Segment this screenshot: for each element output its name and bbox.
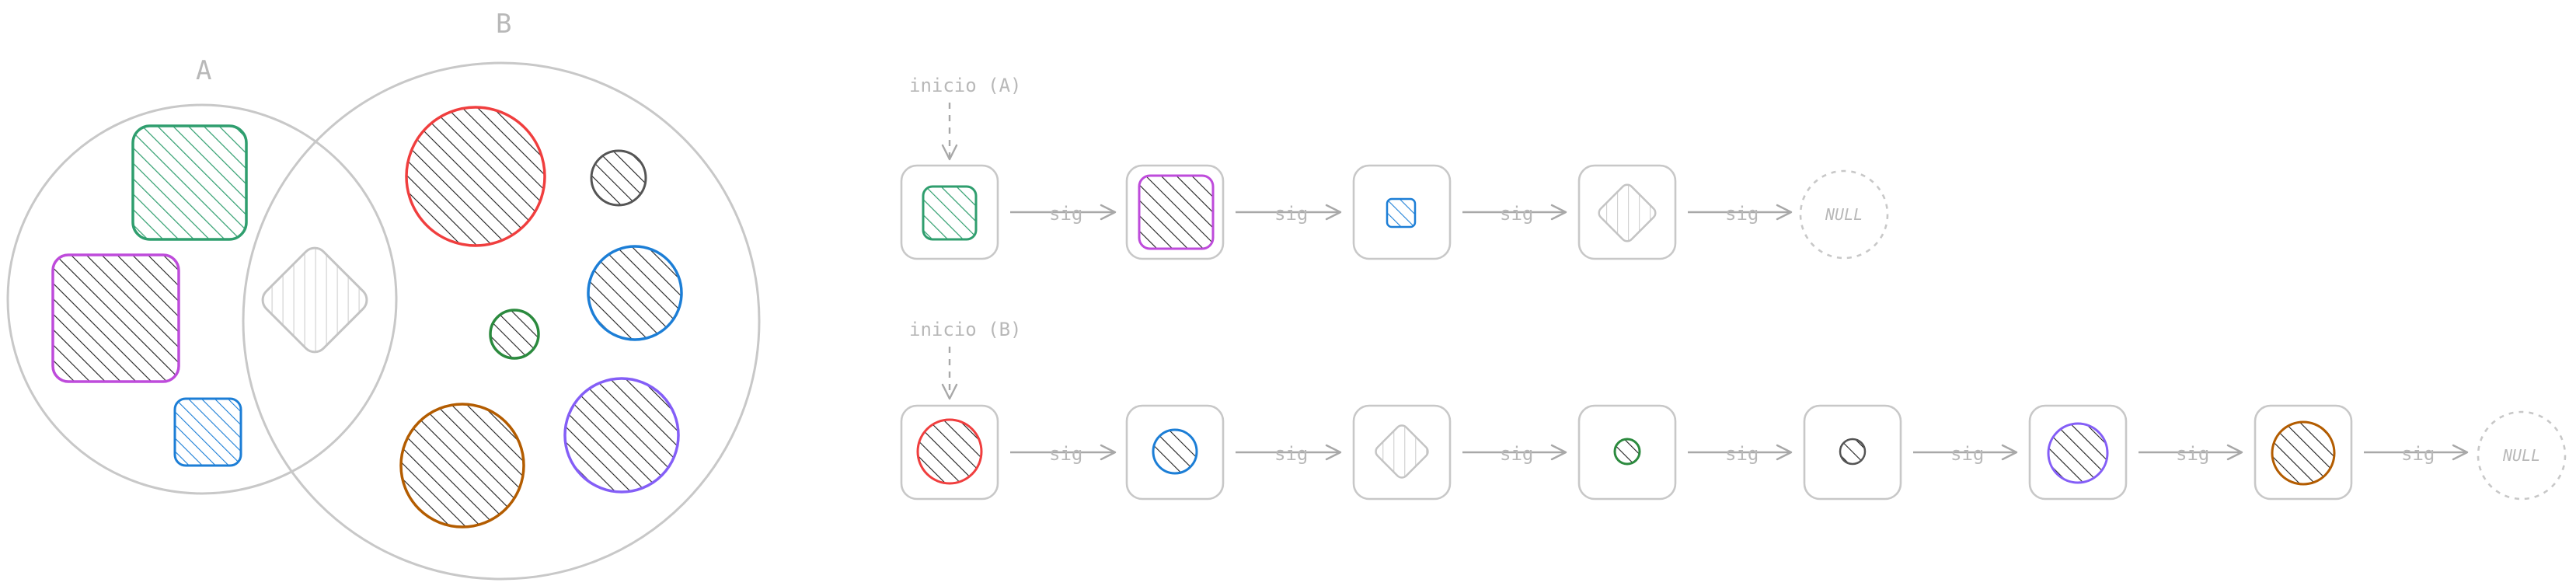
list-b-node-5-gray-circle xyxy=(1839,438,1867,466)
blue-circle xyxy=(587,245,683,341)
venn-diagram: A B xyxy=(6,9,761,581)
list-b-link-3-label: sig xyxy=(1500,443,1533,465)
violet-circle xyxy=(563,377,680,494)
red-circle xyxy=(405,106,546,247)
list-b-node-2 xyxy=(1125,404,1225,501)
list-a-node-4-gray-diamond xyxy=(1598,183,1657,242)
gray-diamond xyxy=(261,246,368,354)
list-a-link-3-label: sig xyxy=(1500,203,1533,225)
list-b-node-2-blue-circle xyxy=(1152,428,1198,475)
list-b-link-6-label: sig xyxy=(2176,443,2209,465)
list-a-link-4-label: sig xyxy=(1725,203,1759,225)
list-b-link-2-label: sig xyxy=(1274,443,1308,465)
list-a-node-1 xyxy=(900,164,999,260)
list-b-node-1 xyxy=(900,404,999,501)
list-a-link-2-label: sig xyxy=(1274,203,1308,225)
list-b-node-3 xyxy=(1352,404,1452,501)
list-b-node-5 xyxy=(1803,404,1902,501)
list-b-node-4-green-circle xyxy=(1613,438,1641,466)
list-b-node-1-red-circle xyxy=(916,418,983,485)
list-a-null-node xyxy=(1799,169,1889,260)
list-b-null-node xyxy=(2477,410,2567,501)
green-circle-small xyxy=(489,309,540,360)
list-b-link-4-label: sig xyxy=(1725,443,1759,465)
blue-square xyxy=(173,397,242,467)
list-a-node-3-blue-square xyxy=(1386,197,1417,228)
linked-list-b: inicio (B) sig sig sig sig sig sig xyxy=(900,319,2567,501)
list-b-node-6-violet-circle xyxy=(2047,422,2109,484)
list-b-link-7-label: sig xyxy=(2401,443,2435,465)
list-b-null-label: NULL xyxy=(2502,446,2540,465)
list-a-node-3 xyxy=(1352,164,1452,260)
list-b-node-7-orange-circle xyxy=(2271,420,2336,486)
orange-circle xyxy=(399,403,525,528)
list-b-link-5-label: sig xyxy=(1950,443,1984,465)
list-a-node-1-green-square xyxy=(922,185,978,241)
list-a-node-2 xyxy=(1125,164,1225,260)
set-a-circle xyxy=(6,103,398,495)
set-b-label: B xyxy=(496,9,511,40)
purple-square xyxy=(51,253,180,383)
list-b-node-3-gray-diamond xyxy=(1375,424,1429,479)
list-a-head-label: inicio (A) xyxy=(909,75,1022,96)
list-b-node-4 xyxy=(1577,404,1677,501)
list-a-null-label: NULL xyxy=(1825,205,1863,224)
linked-list-a: inicio (A) sig sig sig sig NULL xyxy=(900,75,1889,260)
gray-circle-small xyxy=(590,149,647,207)
list-b-head-label: inicio (B) xyxy=(909,319,1022,340)
set-a-label: A xyxy=(196,55,211,86)
list-a-link-1-label: sig xyxy=(1049,203,1082,225)
list-b-link-1-label: sig xyxy=(1049,443,1082,465)
set-b-circle xyxy=(242,61,761,581)
list-b-node-7 xyxy=(2254,404,2353,501)
list-a-node-2-purple-square xyxy=(1138,174,1215,250)
list-b-node-6 xyxy=(2028,404,2128,501)
green-square xyxy=(131,124,248,241)
list-a-node-4 xyxy=(1577,164,1677,260)
